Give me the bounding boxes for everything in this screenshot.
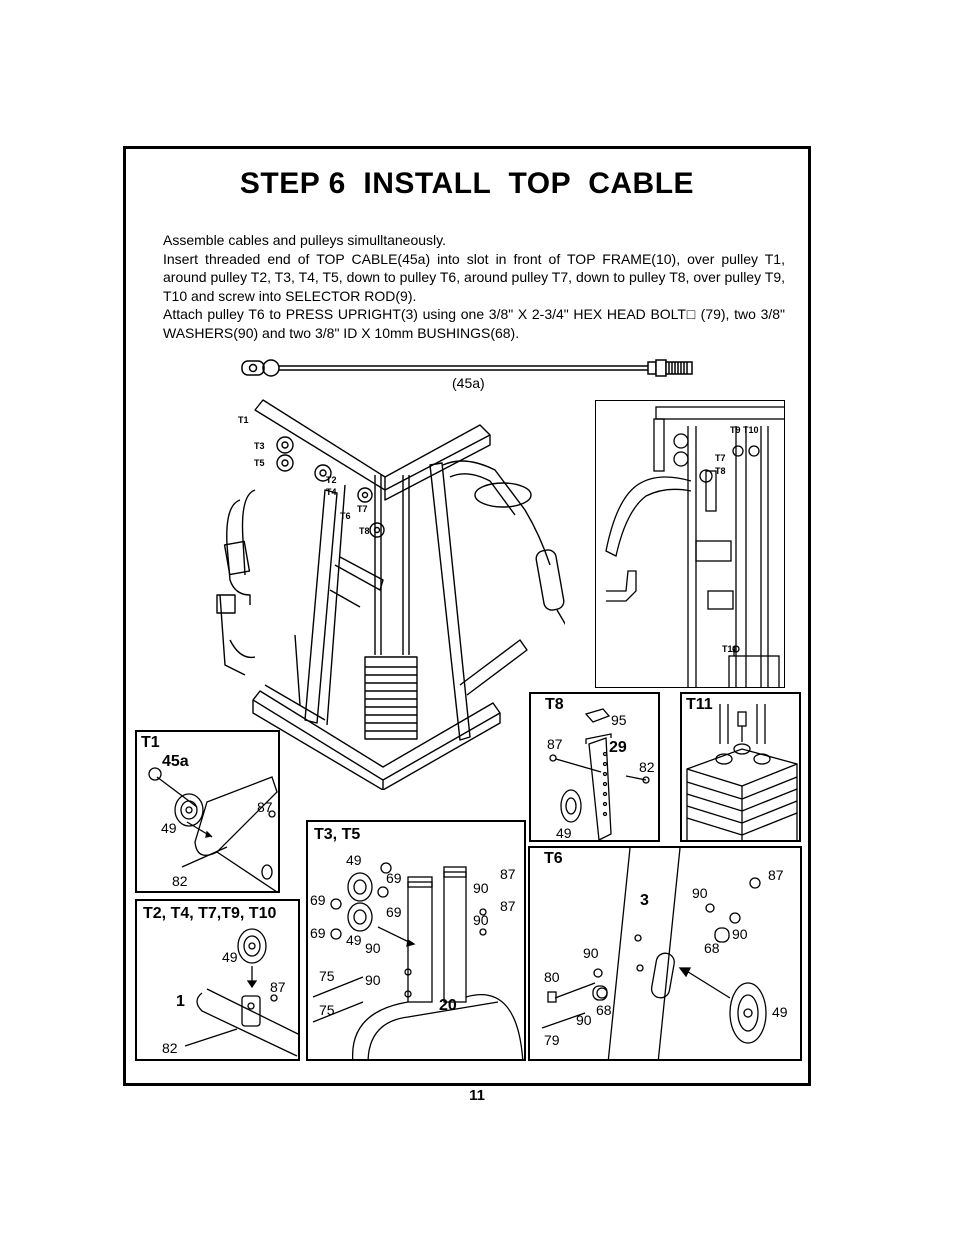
panel-t3-part-90b: 90: [473, 880, 489, 896]
panel-t2-part-49: 49: [222, 949, 238, 965]
side-callout-t7: T7: [715, 453, 726, 463]
panel-t6-part-49: 49: [772, 1004, 788, 1020]
side-callout-t8: T8: [715, 466, 726, 476]
side-view-inset: [595, 400, 785, 688]
panel-t6-part-3: 3: [640, 892, 649, 909]
panel-t2-part-1: 1: [176, 993, 185, 1010]
detail-panel-t11: T11: [680, 692, 801, 842]
panel-t3-part-69d: 69: [310, 925, 326, 941]
side-callout-t9-t10: T9 T10: [730, 425, 759, 435]
panel-t6-part-68a: 68: [704, 940, 720, 956]
detail-panel-t1: T1 45a 87 49 82: [135, 730, 280, 893]
main-assembly-diagram: [216, 399, 565, 790]
panel-t1-title: T1: [141, 734, 160, 751]
callout-t2: T2: [326, 475, 337, 485]
callout-t7: T7: [357, 504, 368, 514]
panel-t3-part-20: 20: [439, 997, 457, 1014]
panel-t6-part-68b: 68: [596, 1002, 612, 1018]
panel-t1-part-49: 49: [161, 820, 177, 836]
panel-t6-part-90b: 90: [732, 926, 748, 942]
page-title: STEP 6 INSTALL TOP CABLE: [239, 167, 695, 200]
panel-t3-part-49a: 49: [346, 852, 362, 868]
callout-t3: T3: [254, 441, 265, 451]
panel-t2-part-82: 82: [162, 1040, 178, 1056]
cable-label: (45a): [452, 375, 485, 391]
callout-t4: T4: [326, 487, 337, 497]
callout-t5: T5: [254, 458, 265, 468]
panel-t2-title: T2, T4, T7,T9, T10: [143, 905, 277, 922]
side-callout-t11: T11: [722, 644, 738, 654]
instructions: Assemble cables and pulleys simulltaneou…: [163, 231, 785, 342]
panel-t1-part-82: 82: [172, 873, 188, 889]
panel-t3-title: T3, T5: [314, 826, 361, 843]
panel-t3-part-90a: 90: [365, 940, 381, 956]
detail-panel-t6: T6 3 90 87 90 68 90 80 68 90 79 49: [528, 846, 802, 1061]
panel-t3-part-75b: 75: [319, 1002, 335, 1018]
panel-t8-part-82: 82: [639, 759, 655, 775]
panel-t1-part-87: 87: [257, 799, 273, 815]
panel-t3-part-75a: 75: [319, 968, 335, 984]
panel-t3-part-87b: 87: [500, 898, 516, 914]
panel-t8-part-95: 95: [611, 712, 627, 728]
top-cable-drawing: [241, 359, 693, 377]
panel-t6-part-90c: 90: [583, 945, 599, 961]
panel-t3-part-69b: 69: [310, 892, 326, 908]
panel-t3-part-69c: 69: [386, 904, 402, 920]
panel-t6-part-79: 79: [544, 1032, 560, 1048]
detail-panel-t2-t4-t7-t9-t10: T2, T4, T7,T9, T10 49 87 1 82: [135, 899, 300, 1061]
panel-t6-title: T6: [544, 850, 563, 867]
callout-t8: T8: [359, 526, 370, 536]
panel-t3-part-69a: 69: [386, 870, 402, 886]
instruction-paragraph-3: Attach pulley T6 to PRESS UPRIGHT(3) usi…: [163, 306, 785, 341]
panel-t3-part-87a: 87: [500, 866, 516, 882]
panel-t3-part-90d: 90: [365, 972, 381, 988]
panel-t6-part-90d: 90: [576, 1012, 592, 1028]
panel-t6-part-80: 80: [544, 969, 560, 985]
panel-t8-part-87: 87: [547, 736, 563, 752]
panel-t6-part-87: 87: [768, 867, 784, 883]
panel-t3-part-90c: 90: [473, 912, 489, 928]
panel-t6-part-90a: 90: [692, 885, 708, 901]
panel-t11-title: T11: [686, 696, 713, 713]
panel-t8-title: T8: [545, 696, 564, 713]
panel-t2-part-87: 87: [270, 979, 286, 995]
instruction-line-1: Assemble cables and pulleys simulltaneou…: [163, 232, 446, 248]
detail-panel-t8: T8 95 87 29 82 49: [529, 692, 660, 842]
panel-t3-part-49b: 49: [346, 932, 362, 948]
instruction-paragraph-2: Insert threaded end of TOP CABLE(45a) in…: [163, 250, 785, 304]
page-number: 11: [469, 1087, 485, 1104]
detail-panel-t3-t5: T3, T5 49 69 69 69 69 49 90 90 87 90 87 …: [306, 820, 526, 1061]
panel-t1-part-45a: 45a: [162, 753, 189, 770]
panel-t8-part-49: 49: [556, 825, 572, 841]
panel-t8-part-29: 29: [609, 739, 627, 756]
callout-t1: T1: [238, 415, 249, 425]
page-frame: STEP 6 INSTALL TOP CABLE Assemble cables…: [123, 146, 811, 1086]
callout-t6: T6: [340, 511, 351, 521]
